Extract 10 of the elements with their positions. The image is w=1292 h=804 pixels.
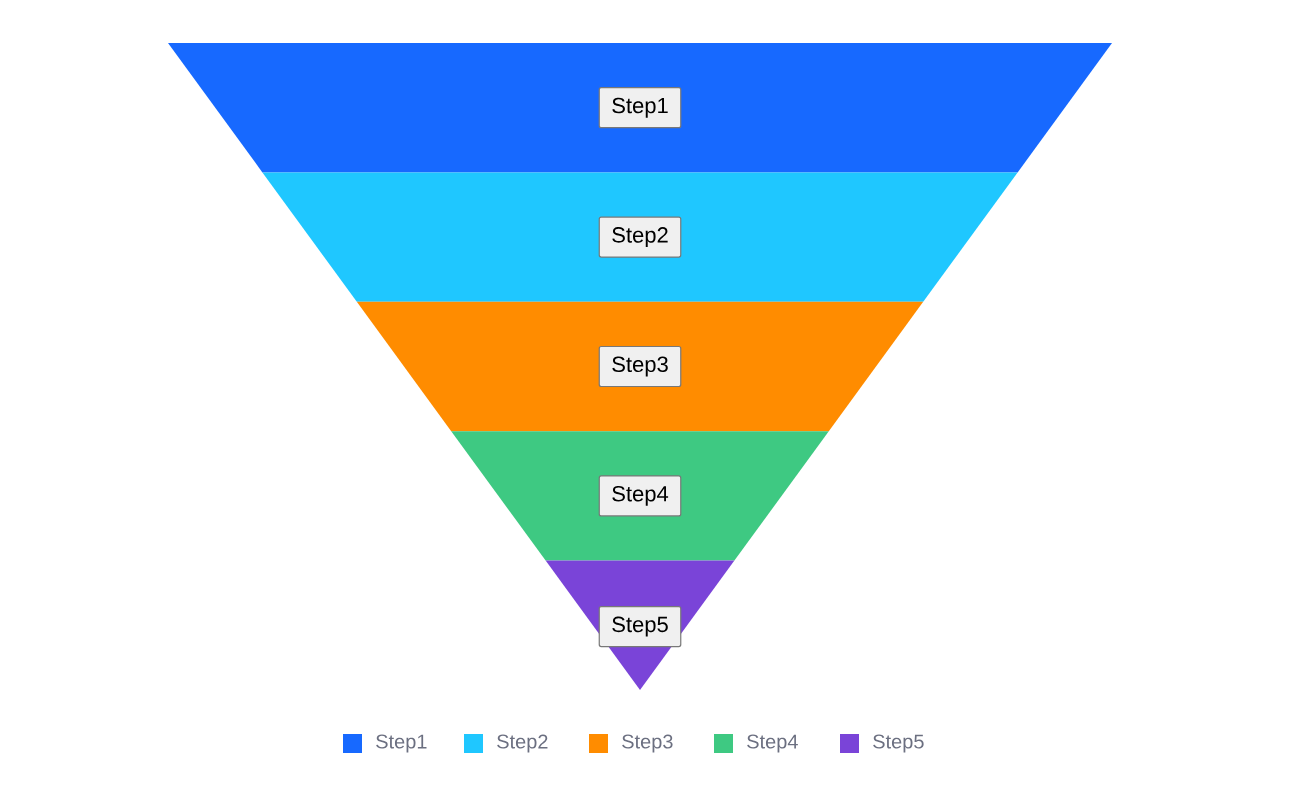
legend-label: Step2 [497,734,548,753]
legend-label: Step1 [376,734,427,753]
band-label: Step2 [598,216,682,258]
band-label: Step1 [598,87,682,129]
legend-label: Step5 [873,734,924,753]
band-label: Step3 [598,345,682,388]
band-label: Step4 [598,475,682,517]
legend-label: Step4 [747,734,798,753]
band-label: Step5 [598,606,682,648]
legend-label: Step3 [622,734,673,753]
